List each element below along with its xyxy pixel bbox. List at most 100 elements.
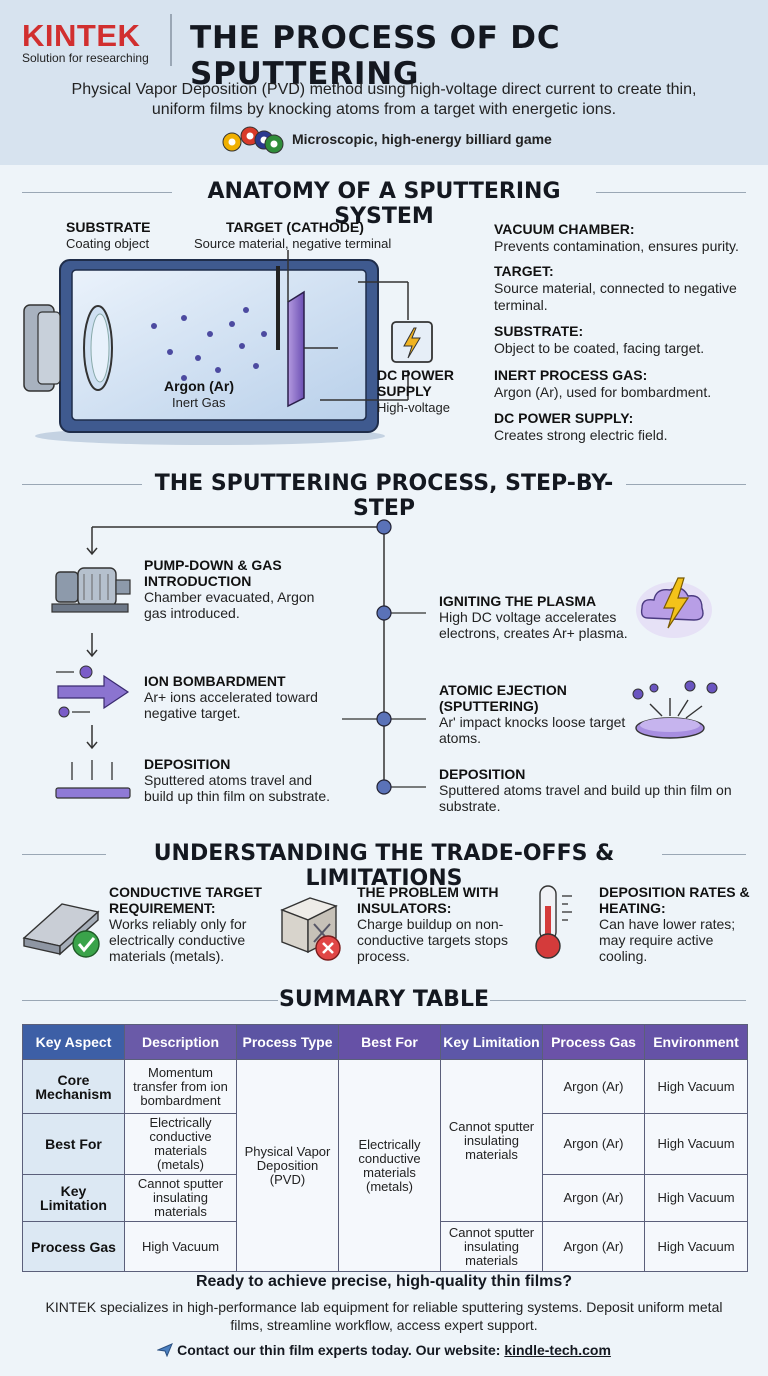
table-cell: Cannot sputter insulating materials [440, 1221, 543, 1272]
definition-term: INERT PROCESS GAS: [494, 367, 648, 383]
definition-item: VACUUM CHAMBER:Prevents contamination, e… [494, 221, 756, 255]
step-title: DEPOSITION [439, 766, 526, 782]
target-label: TARGET (CATHODE) [226, 219, 364, 235]
definition-term: SUBSTRATE: [494, 323, 584, 339]
step-title: IGNITING THE PLASMA [439, 593, 597, 609]
lightning-icon [391, 321, 433, 363]
table-row: Core Mechanism Momentum transfer from io… [22, 1059, 748, 1272]
definition-item: INERT PROCESS GAS:Argon (Ar), used for b… [494, 367, 756, 401]
brand-subtitle: Solution for researching [22, 51, 149, 65]
table-cell: Momentum transfer from ion bombardment [124, 1059, 237, 1114]
table-cell: High Vacuum [124, 1221, 237, 1272]
contact-text: Contact our thin film experts today. Our… [177, 1342, 501, 1358]
row-header: Key Limitation [22, 1174, 125, 1222]
step-title: PUMP-DOWN & GAS INTRODUCTION [144, 557, 282, 589]
step-title: DEPOSITION [144, 756, 231, 772]
table-cell: High Vacuum [644, 1059, 748, 1114]
definition-desc: Source material, connected to negative t… [494, 280, 737, 313]
header-divider [170, 14, 172, 66]
row-header: Process Gas [22, 1221, 125, 1272]
table-row: Process Gas High Vacuum Cannot sputter i… [22, 1221, 748, 1272]
step-atomic-ejection: ATOMIC EJECTION (SPUTTERING)Ar' impact k… [439, 682, 639, 746]
section-title-anatomy: ANATOMY OF A SPUTTERING SYSTEM [207, 179, 561, 229]
tradeoff-title: CONDUCTIVE TARGET REQUIREMENT: [109, 884, 262, 916]
step-desc: Chamber evacuated, Argon gas introduced. [144, 589, 315, 621]
ion-bombardment-icon [56, 665, 130, 718]
check-icon [72, 930, 100, 958]
tradeoff-rates-heating: DEPOSITION RATES & HEATING:Can have lowe… [599, 884, 759, 964]
step-desc: Ar+ ions accelerated toward negative tar… [144, 689, 318, 721]
table-header-row: Key Aspect Description Process Type Best… [22, 1024, 748, 1060]
process-timeline [86, 519, 426, 795]
send-icon [156, 1343, 174, 1358]
argon-label: Argon (Ar) [164, 378, 234, 394]
definition-term: DC POWER SUPPLY: [494, 410, 634, 426]
intro-text: Physical Vapor Deposition (PVD) method u… [71, 81, 697, 118]
definition-item: SUBSTRATE:Object to be coated, facing ta… [494, 323, 756, 357]
cta-title: Ready to achieve precise, high-quality t… [195, 1273, 573, 1290]
definition-desc: Object to be coated, facing target. [494, 340, 705, 356]
tradeoff-conductive: CONDUCTIVE TARGET REQUIREMENT:Works reli… [109, 884, 269, 964]
step-desc: Sputtered atoms travel and build up thin… [439, 782, 732, 814]
column-header: Environment [644, 1024, 748, 1060]
section-title-tradeoffs: UNDERSTANDING THE TRADE-OFFS & LIMITATIO… [153, 841, 615, 891]
tradeoff-desc: Can have lower rates; may require active… [599, 916, 736, 964]
header-banner [0, 0, 768, 165]
definition-term: VACUUM CHAMBER: [494, 221, 635, 237]
atomic-ejection-icon [632, 680, 718, 739]
tradeoff-insulators: THE PROBLEM WITH INSULATORS:Charge build… [357, 884, 517, 964]
thermometer-icon [535, 885, 572, 959]
table-cell: Cannot sputter insulating materials [440, 1059, 543, 1222]
section-title-process: THE SPUTTERING PROCESS, STEP-BY-STEP [154, 471, 614, 521]
row-header: Core Mechanism [22, 1059, 125, 1114]
cta-body: KINTEK specializes in high-performance l… [45, 1299, 723, 1333]
power-label-line-1: DC POWER [377, 367, 454, 383]
definition-term: TARGET: [494, 263, 554, 279]
step-title: ION BOMBARDMENT [144, 673, 286, 689]
section-title-summary: SUMMARY TABLE [279, 987, 489, 1012]
section-rule [22, 854, 106, 855]
table-cell: Electrically conductive materials (metal… [338, 1059, 441, 1272]
page-title: THE PROCESS OF DC SPUTTERING [190, 20, 561, 92]
tradeoff-desc: Charge buildup on non-conductive targets… [357, 916, 508, 964]
table-cell: Physical Vapor Deposition (PVD) [236, 1059, 339, 1272]
tradeoff-title: DEPOSITION RATES & HEATING: [599, 884, 750, 916]
sputtering-chamber-diagram [23, 250, 409, 445]
table-cell: High Vacuum [644, 1221, 748, 1272]
metal-bar-icon [22, 903, 100, 958]
table-row: Key Limitation Cannot sputter insulating… [22, 1174, 748, 1222]
website-link[interactable]: kindle-tech.com [504, 1342, 611, 1358]
substrate-label: SUBSTRATE [66, 219, 151, 235]
brand-logo: KINTEK [22, 18, 141, 53]
target-sublabel: Source material, negative terminal [194, 236, 392, 251]
column-header: Description [124, 1024, 237, 1060]
definition-desc: Argon (Ar), used for bombardment. [494, 384, 712, 400]
power-supply-sublabel: High-voltage [377, 400, 450, 415]
power-label-line-2: SUPPLY [377, 383, 432, 399]
definition-item: DC POWER SUPPLY:Creates strong electric … [494, 410, 756, 444]
table-row: Best For Electrically conductive materia… [22, 1113, 748, 1175]
argon-sublabel: Inert Gas [172, 395, 226, 410]
section-rule [662, 854, 746, 855]
definition-item: TARGET:Source material, connected to neg… [494, 263, 756, 314]
substrate-sublabel: Coating object [66, 236, 150, 251]
column-header: Key Aspect [22, 1024, 125, 1060]
step-desc: High DC voltage accelerates electrons, c… [439, 609, 628, 641]
step-desc: Sputtered atoms travel and build up thin… [144, 772, 330, 804]
table-cell: High Vacuum [644, 1113, 748, 1175]
column-header: Process Gas [542, 1024, 645, 1060]
row-header: Best For [22, 1113, 125, 1175]
table-cell: High Vacuum [644, 1174, 748, 1222]
billiard-balls-icon [222, 126, 284, 154]
section-rule [22, 192, 172, 193]
section-rule [490, 1000, 746, 1001]
table-cell: Argon (Ar) [542, 1174, 645, 1222]
table-cell: Argon (Ar) [542, 1059, 645, 1114]
definition-desc: Creates strong electric field. [494, 427, 668, 443]
vacuum-pump-icon [51, 567, 131, 613]
column-header: Process Type [236, 1024, 339, 1060]
